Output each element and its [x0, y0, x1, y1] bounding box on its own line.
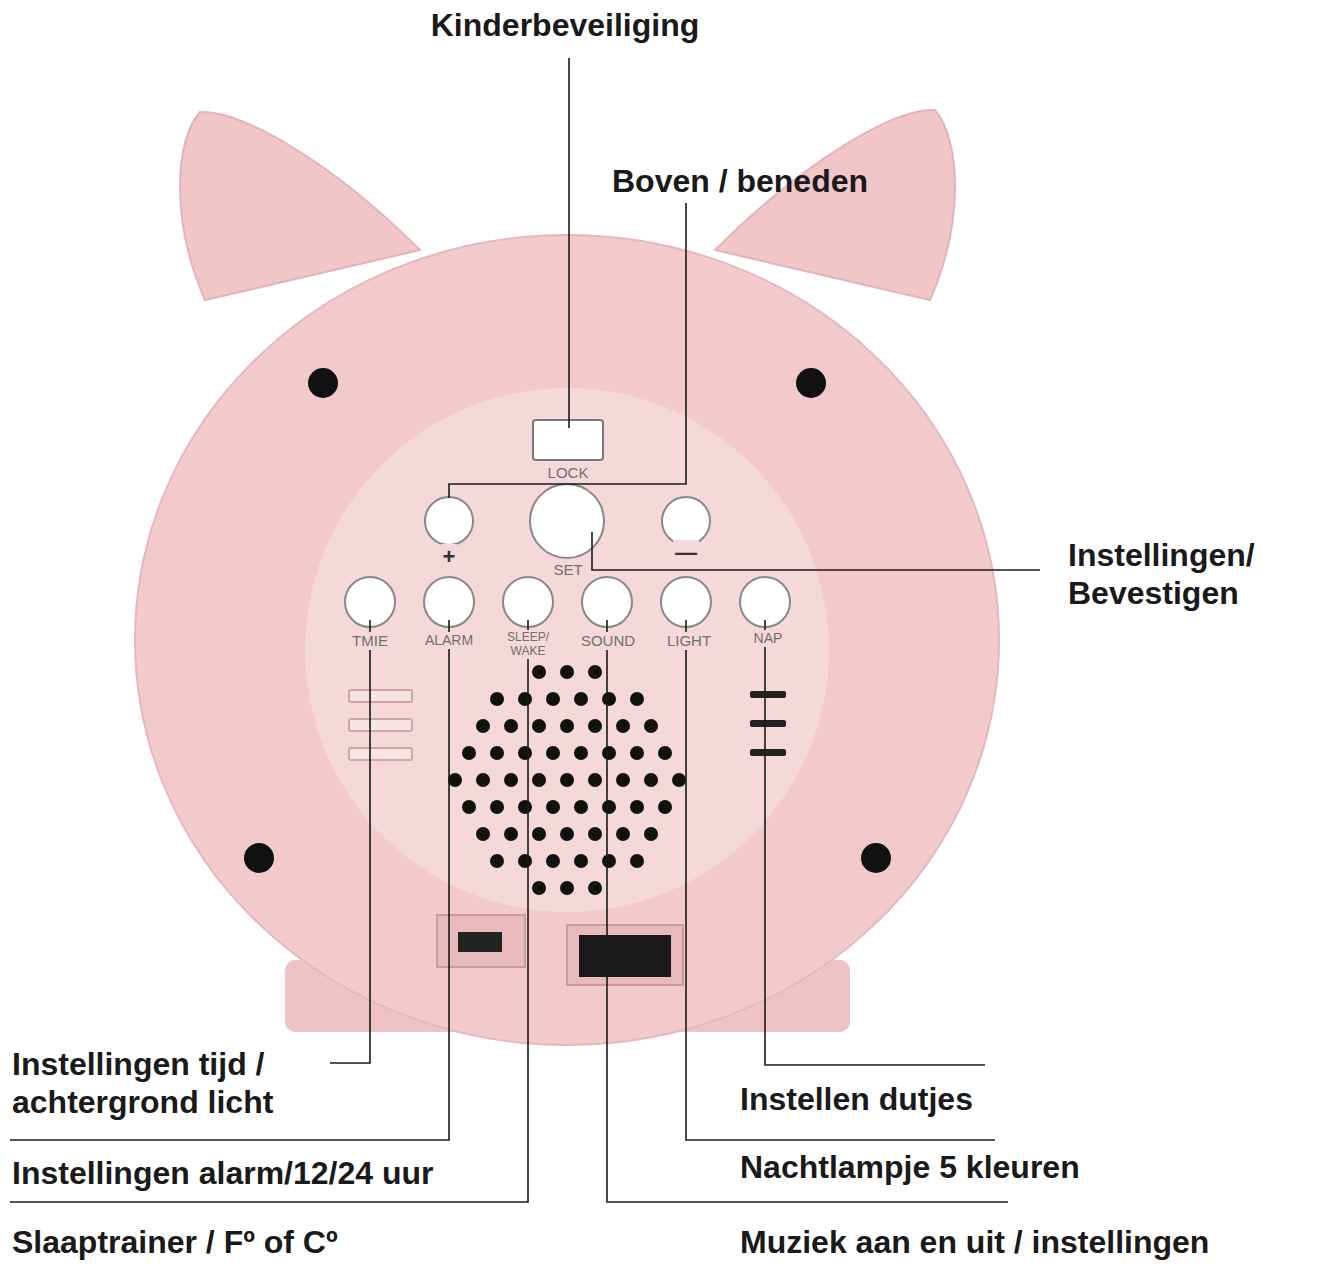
screw	[244, 843, 274, 873]
button-label: LOCK	[546, 464, 591, 482]
callout-label: Instellen dutjes	[740, 1080, 973, 1118]
back-panel	[305, 388, 829, 912]
screw	[861, 843, 891, 873]
left-ear	[180, 112, 420, 300]
callout-label: Muziek aan en uit / instellingen	[740, 1223, 1209, 1261]
minus-button	[662, 497, 710, 545]
callout-label: Nachtlampje 5 kleuren	[740, 1148, 1080, 1186]
callout-label: Instellingen tijd / achtergrond licht	[12, 1045, 352, 1122]
button-label: SOUND	[579, 632, 637, 650]
callout-label: Boven / beneden	[612, 162, 868, 200]
button-label: SET	[551, 561, 584, 579]
battery-frame	[567, 925, 683, 985]
button-label: NAP	[752, 630, 785, 647]
button-label: TMIE	[350, 632, 390, 650]
right-ear	[715, 110, 955, 300]
callout-label: Instellingen alarm/12/24 uur	[12, 1154, 433, 1192]
set-button	[530, 484, 604, 558]
button-label: SLEEP/ WAKE	[496, 630, 560, 659]
clock-body	[135, 235, 999, 1045]
callout-label: Instellingen/ Bevestigen	[1068, 536, 1308, 613]
battery-slot	[579, 935, 671, 977]
button-label: —	[673, 540, 699, 566]
lock-switch	[533, 420, 603, 460]
button-label: +	[441, 544, 458, 570]
usb-port	[458, 932, 502, 952]
callout-label: Kinderbeveiliging	[431, 6, 699, 44]
button-label: LIGHT	[665, 632, 713, 650]
callout-label: Slaaptrainer / Fº of Cº	[12, 1223, 338, 1261]
button-row	[345, 577, 790, 627]
button-label: ALARM	[423, 632, 475, 649]
vent-left	[349, 690, 412, 760]
usb-port-frame	[437, 915, 525, 967]
plus-button	[425, 497, 473, 545]
screw	[796, 368, 826, 398]
speaker-grille	[448, 665, 686, 895]
vent-right	[750, 691, 786, 756]
leader-lines	[10, 58, 1040, 1202]
screw	[308, 368, 338, 398]
